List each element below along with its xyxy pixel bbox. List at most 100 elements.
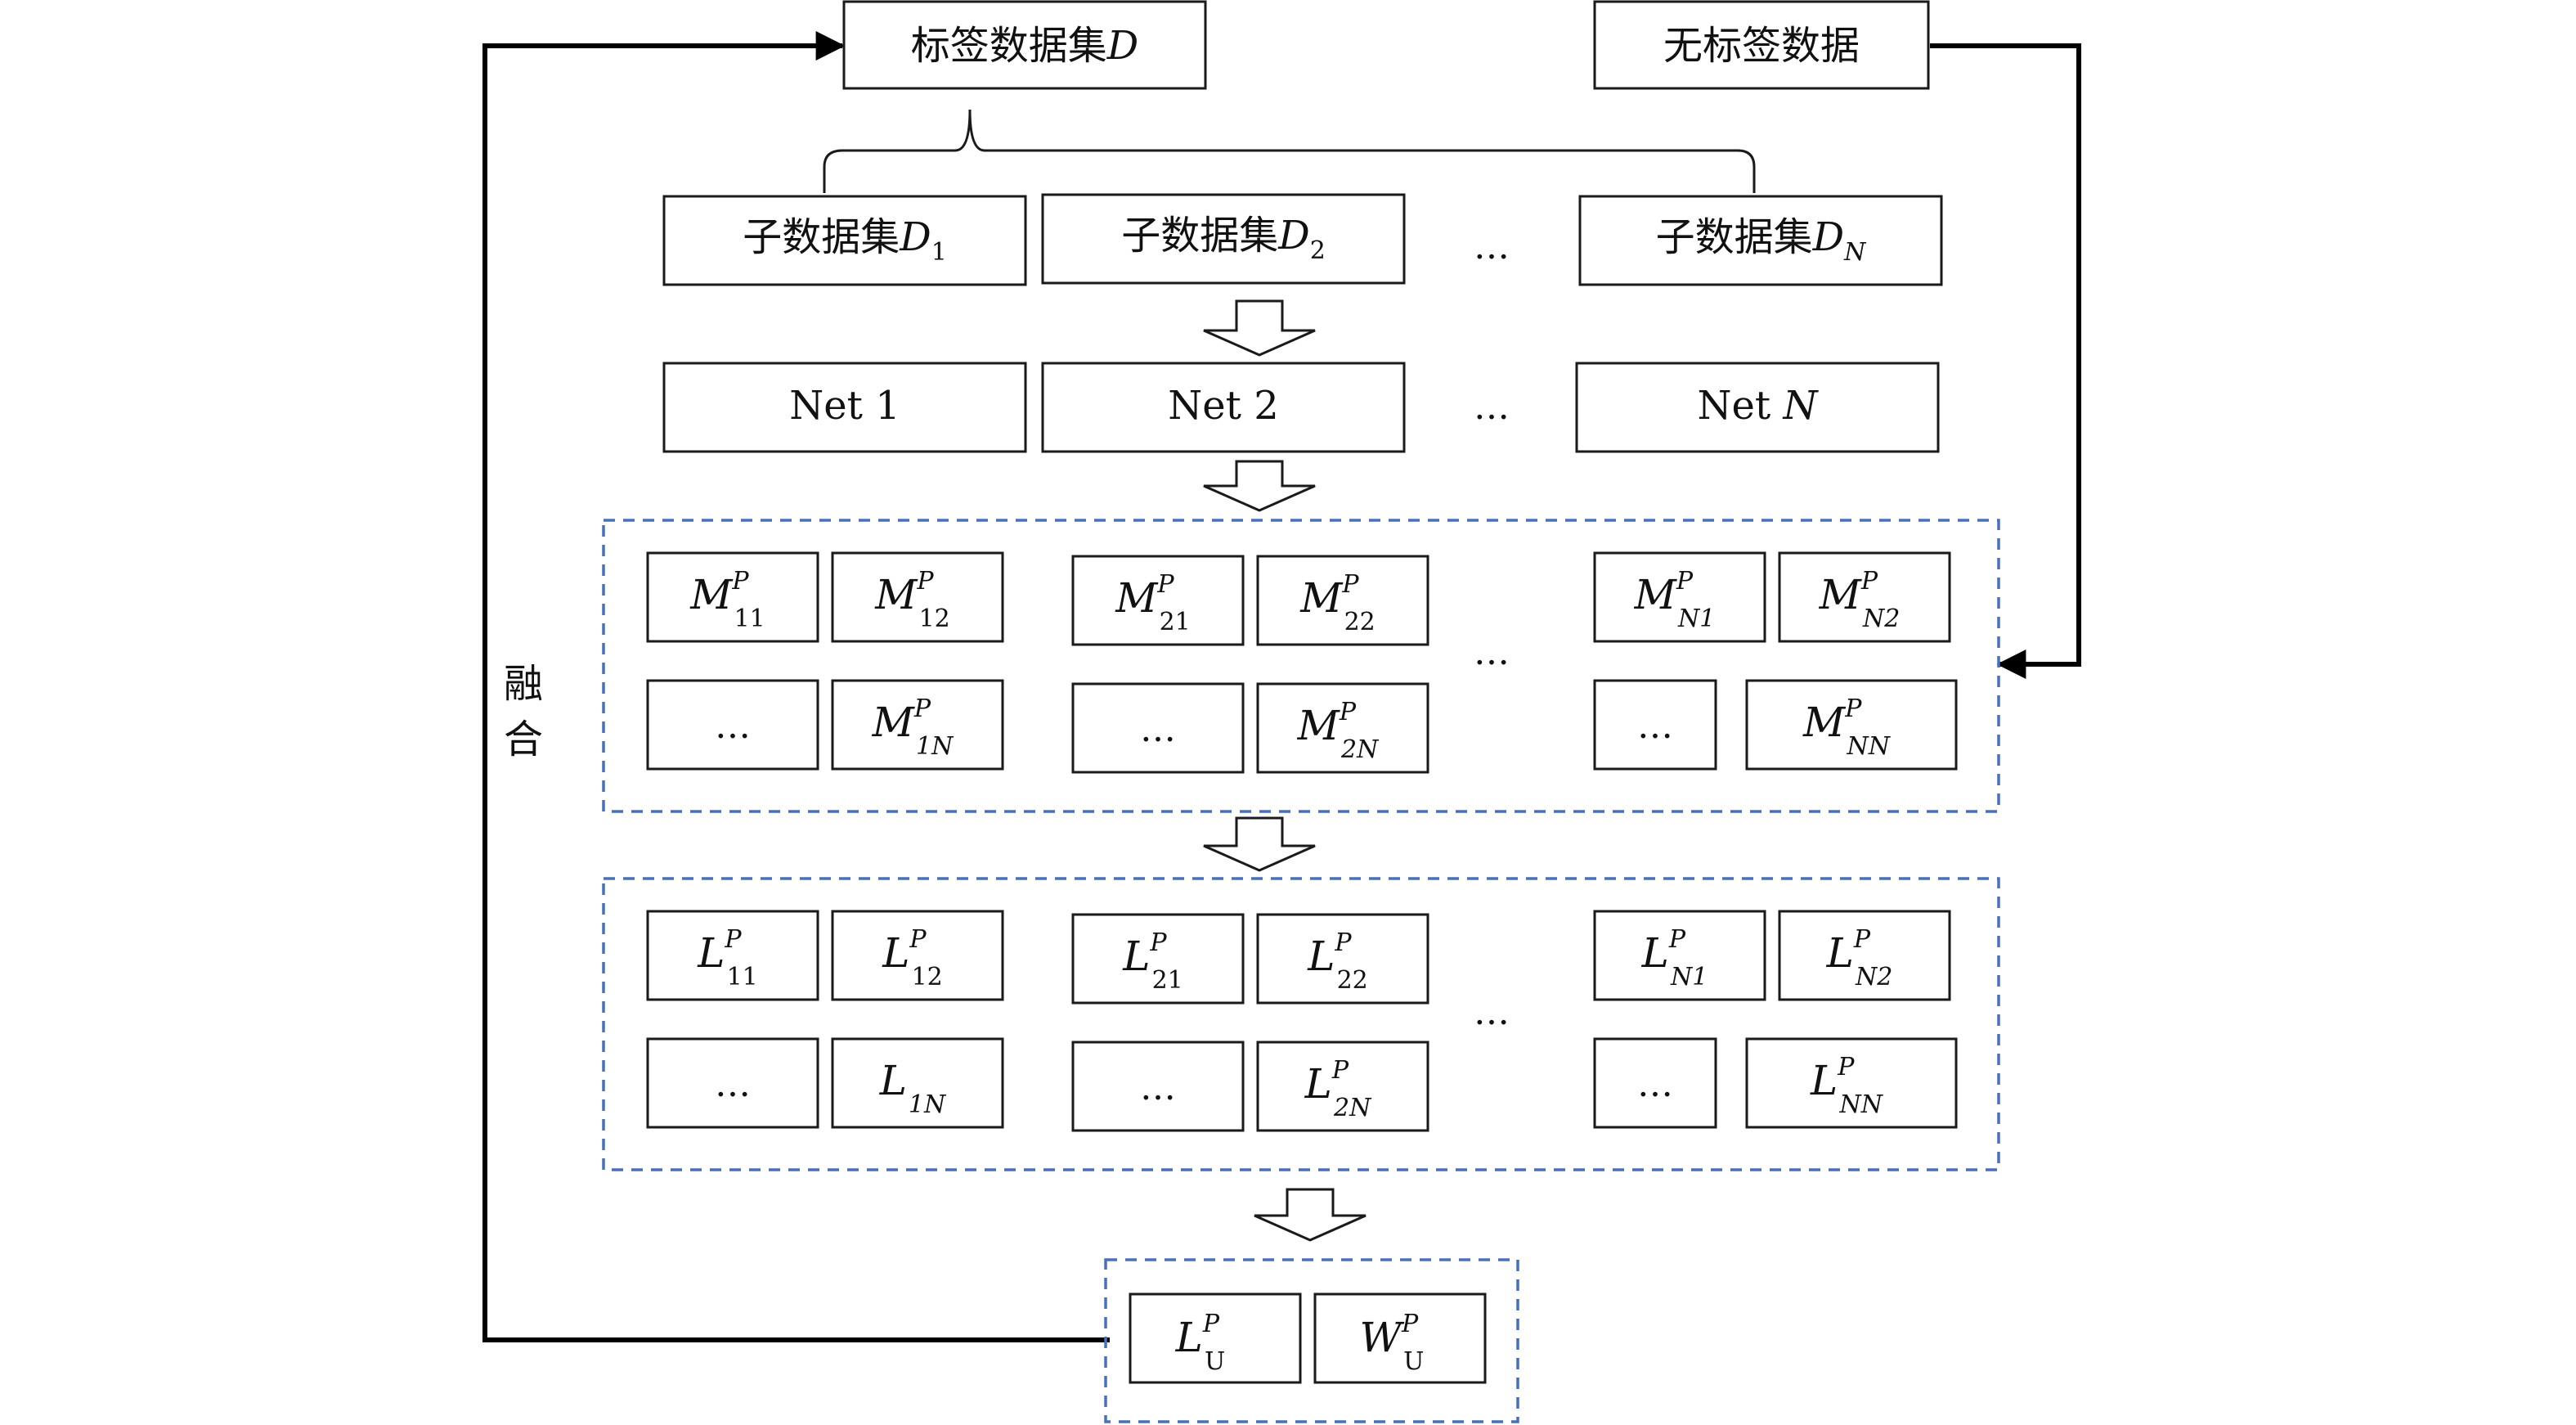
subset-1-sub: 1 [931, 238, 947, 267]
m-sub: NN [1846, 732, 1891, 761]
l-cell-ellipsis: … [1140, 1067, 1176, 1108]
fused-l-sub: U [1205, 1347, 1225, 1376]
m-cell-ellipsis: … [1637, 705, 1673, 747]
down-arrow-2 [1203, 460, 1316, 512]
l-group-ellipsis: … [1474, 991, 1510, 1033]
svg-text:LPU: LPU [1175, 1310, 1226, 1376]
m-cell: MP 11 [646, 551, 819, 643]
fused-w-letter: W [1360, 1314, 1405, 1361]
l-sup: P [1334, 928, 1352, 957]
m-cell-ellipsis: … [715, 705, 751, 747]
m-sup: P [731, 567, 749, 596]
svg-text:标签数据集D: 标签数据集D [911, 23, 1139, 69]
subset-2-var: D [1277, 213, 1309, 258]
net-box-2: Net 2 [1041, 362, 1406, 453]
fused-l-letter: L [1175, 1314, 1203, 1361]
svg-text:子数据集D2: 子数据集D2 [1121, 213, 1326, 265]
l-sup: P [909, 925, 927, 954]
m-letter: M [1297, 702, 1341, 749]
down-arrow-4 [1254, 1188, 1367, 1242]
net-n-var: N [1782, 383, 1819, 429]
m-sup: P [1844, 695, 1862, 723]
l-letter: L [1826, 929, 1854, 977]
l-cell: … [1071, 1041, 1245, 1132]
l-sub: 12 [912, 963, 943, 991]
l-cell-ellipsis: … [1637, 1063, 1673, 1105]
l-sup: P [1149, 928, 1167, 957]
m-cell-label: MP NN [1802, 695, 1892, 761]
subset-box-n: 子数据集DN [1578, 195, 1943, 286]
m-sub: 11 [734, 605, 765, 633]
m-sup: P [916, 567, 934, 596]
subset-2-sub: 2 [1310, 236, 1326, 265]
subset-1-prefix: 子数据集 [743, 214, 900, 260]
m-sub: 22 [1344, 608, 1376, 636]
net-n-label: Net [1698, 383, 1784, 429]
down-arrow-3 [1203, 816, 1316, 872]
subset-2-prefix: 子数据集 [1121, 213, 1278, 258]
fusion-label-2: 合 [504, 717, 543, 762]
svg-text:Net N: Net N [1698, 383, 1820, 429]
l-sub: 2N [1333, 1094, 1372, 1122]
m-sup: P [913, 695, 931, 723]
l-cell: L1N [831, 1037, 1004, 1129]
net-ellipsis: … [1474, 386, 1510, 428]
l-sup: P [1853, 925, 1871, 954]
unlabeled-data-line [1930, 43, 2081, 679]
m-letter: M [689, 571, 734, 618]
l-letter: L [882, 929, 909, 977]
fusion-label-1: 融 [504, 661, 543, 707]
svg-text:子数据集DN: 子数据集DN [1656, 214, 1868, 267]
m-letter: M [874, 571, 918, 618]
l-letter: L [1641, 929, 1669, 977]
subset-box-1: 子数据集D1 [662, 195, 1027, 286]
down-arrow-1 [1203, 299, 1316, 357]
l-group-frame [602, 877, 2000, 1171]
fusion-feedback-line [482, 31, 1110, 1342]
labeled-dataset-var: D [1106, 23, 1138, 69]
l-sub: N2 [1855, 963, 1892, 991]
l-letter: L [1810, 1057, 1838, 1104]
m-letter: M [1819, 571, 1863, 618]
m-cell: MP NN [1745, 679, 1958, 771]
subset-box-2: 子数据集D2 [1041, 193, 1406, 285]
l-cell: LP 22 [1256, 913, 1429, 1005]
l-letter: L [1122, 933, 1150, 980]
l-sub: 22 [1337, 966, 1368, 995]
net-box-1: Net 1 [662, 362, 1027, 453]
fused-l-sup: P [1202, 1310, 1220, 1338]
m-letter: M [1802, 699, 1847, 746]
l-letter: L [697, 929, 725, 977]
m-group-frame [602, 519, 2000, 813]
subset-ellipsis: … [1474, 226, 1510, 267]
net-2-label: Net 2 [1168, 383, 1279, 429]
subset-n-var: D [1812, 214, 1844, 260]
subset-1-var: D [899, 214, 931, 260]
l-sup: P [1837, 1053, 1855, 1081]
m-sub: 1N [916, 732, 954, 761]
m-sup: P [1339, 698, 1357, 726]
l-letter: L [1307, 933, 1335, 980]
m-cell-ellipsis: … [1140, 708, 1176, 750]
l-cell-label: LP 12 [882, 925, 943, 991]
fused-w-sup: P [1401, 1310, 1419, 1338]
subset-n-prefix: 子数据集 [1656, 214, 1813, 260]
l-cell-label: LP N2 [1826, 925, 1893, 991]
